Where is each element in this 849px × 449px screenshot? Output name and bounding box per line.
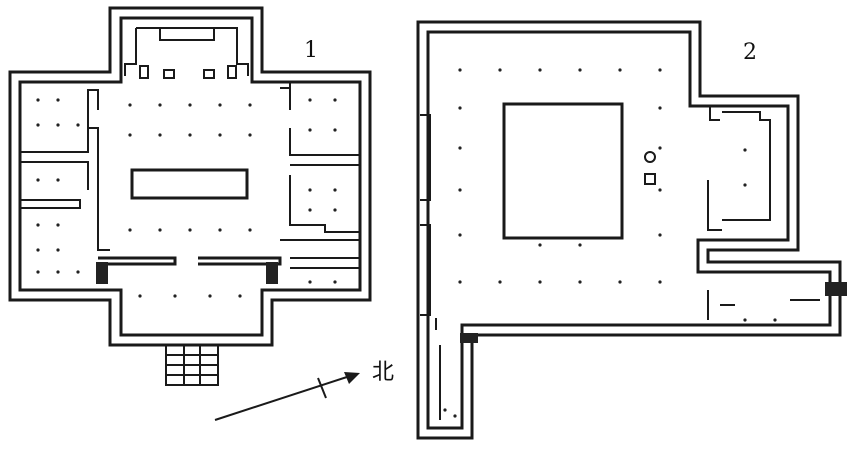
plan-1-pillar-d <box>227 65 237 79</box>
plan-2-inner-wall <box>426 30 832 430</box>
plan-1-stair-west <box>96 262 108 284</box>
plan-2-courtyard <box>502 102 624 240</box>
plan-2-label: 2 <box>743 40 757 65</box>
north-arrow <box>214 372 360 421</box>
plan-1-stair-east <box>266 262 278 284</box>
plan-2-round-object <box>644 151 656 163</box>
plan-2 <box>416 20 847 440</box>
plan-1-central-platform <box>130 168 249 200</box>
plan-2-square-object <box>644 173 656 185</box>
plan-2-east-annex <box>707 106 820 320</box>
plan-1-south-steps <box>165 344 219 386</box>
plan-1-pillar-b <box>203 69 215 79</box>
plan-1-label: 1 <box>304 38 318 63</box>
plan-1-west-rooms <box>20 89 110 251</box>
plan-2-outer-wall <box>416 20 842 440</box>
plan-2-stair-south <box>460 333 478 343</box>
plan-2-column-dots <box>443 68 777 418</box>
north-label: 北 <box>372 360 395 385</box>
plan-1-pillar-a <box>163 69 175 79</box>
plan-1-column-dots <box>36 98 337 298</box>
plan-1-east-rooms <box>280 82 360 269</box>
plan-2-stair-east <box>825 282 847 296</box>
plan-1 <box>8 6 372 386</box>
plan-1-pillar-c <box>139 65 149 79</box>
plan-1-south-hall-wall <box>98 256 282 266</box>
plan-1-north-vestibule <box>124 27 249 76</box>
plan-1-outer-wall <box>8 6 372 347</box>
plan-1-inner-wall <box>18 16 362 337</box>
plan-2-west-openings <box>420 114 441 420</box>
